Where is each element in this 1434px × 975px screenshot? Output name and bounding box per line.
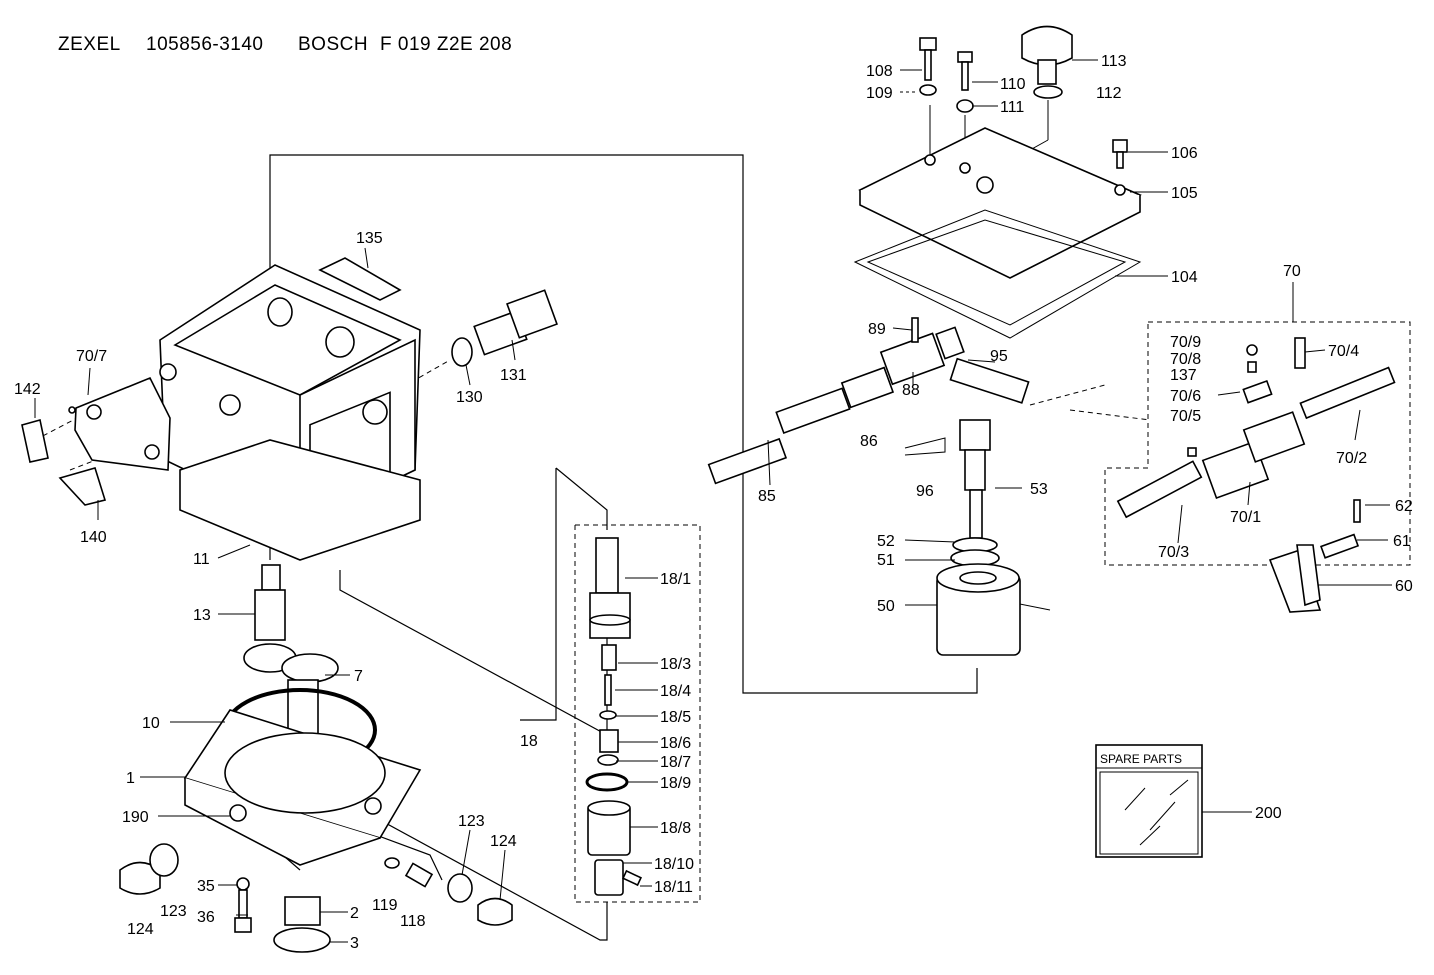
valve-stack-18 [585,537,643,896]
callout-18-7: 18/7 [660,754,691,771]
banjo-fitting-131 [451,289,558,367]
callout-35: 35 [197,878,215,895]
callout-112: 112 [1096,85,1122,102]
callout-104: 104 [1171,269,1198,286]
leader-lines [34,59,1392,943]
callout-18-6: 18/6 [660,735,691,752]
callout-18-10: 18/10 [654,856,694,873]
callout-1: 1 [126,770,135,787]
callout-18-3: 18/3 [660,656,691,673]
callout-13: 13 [193,607,211,624]
callout-130: 130 [456,389,483,406]
callout-53: 53 [1030,481,1048,498]
pump-body-parts [119,564,513,953]
callout-2: 2 [350,905,359,922]
callout-18-1: 18/1 [660,571,691,588]
callout-123-bottom: 123 [160,903,187,920]
callout-95: 95 [990,348,1008,365]
callout-124-top: 124 [490,833,517,850]
linkage-parts [707,317,1030,539]
cover-plate-137-group [21,376,171,506]
callout-36: 36 [197,909,215,926]
callout-labels: 113 108 110 109 111 112 106 105 135 104 … [14,53,1413,952]
callout-10: 10 [142,715,160,732]
callout-105: 105 [1171,185,1198,202]
callout-11: 11 [193,551,210,568]
callout-119: 119 [372,897,398,914]
callout-70-4: 70/4 [1328,343,1359,360]
callout-70-5: 70/5 [1170,408,1201,425]
header-maker-bosch: BOSCH [298,34,368,55]
callout-70-7: 137 [1170,367,1197,384]
callout-18: 18 [520,733,538,750]
callout-70-6: 70/6 [1170,388,1201,405]
callout-142: 142 [14,381,41,398]
callout-70: 70 [1283,263,1301,280]
callout-135: 135 [356,230,383,247]
spare-parts-label: SPARE PARTS [1100,752,1182,766]
callout-62: 62 [1395,498,1413,515]
callout-131: 131 [500,367,527,384]
cover-plate-105 [853,127,1142,339]
callout-18-9: 18/9 [660,775,691,792]
small-screws-top [919,25,1128,169]
callout-190: 190 [122,809,149,826]
callout-88: 88 [902,382,920,399]
solenoid-50 [936,537,1021,656]
callout-70-3: 70/3 [1158,544,1189,561]
callout-113: 113 [1101,53,1127,70]
callout-118: 118 [400,913,426,930]
spare-parts-box: SPARE PARTS [1095,744,1203,858]
callout-124-bottom: 124 [127,921,154,938]
callout-140: 140 [80,529,107,546]
callout-110: 110 [1000,76,1026,93]
callout-70-2: 70/2 [1336,450,1367,467]
callout-61: 61 [1393,533,1411,550]
callout-3: 3 [350,935,359,952]
callout-123-top: 123 [458,813,485,830]
callout-52: 52 [877,533,895,550]
callout-109: 109 [866,85,893,102]
header-bosch-number: F 019 Z2E 208 [380,34,512,55]
callout-70-9: 70/9 [1170,334,1201,351]
callout-51: 51 [877,552,895,569]
callout-96: 96 [916,483,934,500]
callout-60: 60 [1395,578,1413,595]
callout-70-8: 70/8 [1170,351,1201,368]
callout-50: 50 [877,598,895,615]
callout-111: 111 [1000,99,1024,116]
callout-86: 86 [860,433,878,450]
callout-108: 108 [866,63,893,80]
callout-70-1: 70/1 [1230,509,1261,526]
header-zexel-number: 105856-3140 [146,34,264,55]
callout-18-8: 18/8 [660,820,691,837]
callout-18-11: 18/11 [654,879,693,896]
callout-137: 70/7 [76,348,107,365]
lever-assembly-70 [1116,337,1396,613]
housing-135 [159,257,421,561]
callout-200: 200 [1255,805,1282,822]
callout-7: 7 [354,668,363,685]
callout-89: 89 [868,321,886,338]
callout-106: 106 [1171,145,1198,162]
callout-85: 85 [758,488,776,505]
callout-18-5: 18/5 [660,709,691,726]
callout-18-4: 18/4 [660,683,691,700]
header-maker-zexel: ZEXEL [58,34,121,55]
